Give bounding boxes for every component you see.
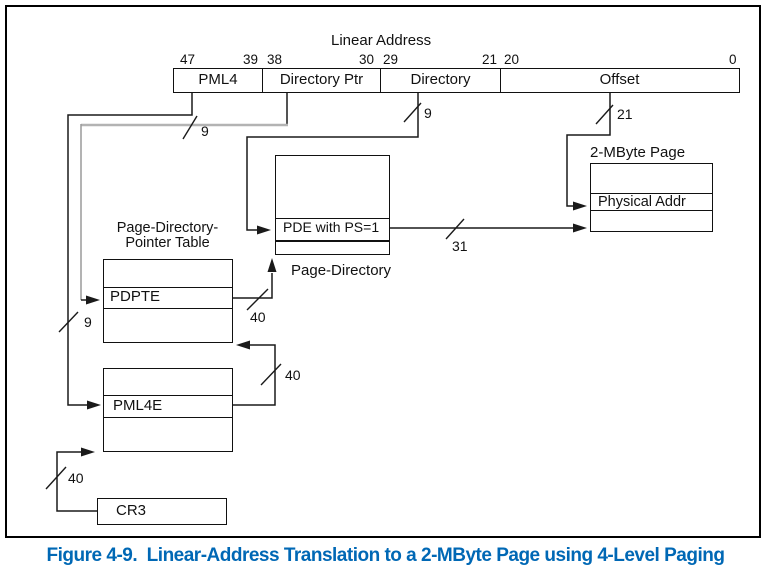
bit-label-0: 0 — [729, 52, 737, 67]
divider — [276, 240, 389, 242]
cr3-label: CR3 — [116, 502, 147, 519]
bus-width-cr3-out: 40 — [68, 470, 84, 486]
field-directory: Directory — [380, 69, 500, 92]
bit-label-30: 30 — [359, 52, 375, 67]
bit-label-20: 20 — [504, 52, 520, 67]
page-label: 2-MByte Page — [590, 144, 686, 161]
bus-width-pde-out: 31 — [452, 238, 468, 254]
linear-address-title: Linear Address — [331, 32, 432, 49]
bit-label-38: 38 — [267, 52, 283, 67]
page-directory-table: PDE with PS=1 — [275, 155, 390, 255]
page-directory-label: Page-Directory — [291, 262, 392, 279]
divider — [591, 209, 712, 212]
bus-width-offset: 21 — [617, 106, 633, 122]
bit-label-47: 47 — [180, 52, 196, 67]
physical-addr-entry: Physical Addr — [598, 193, 686, 210]
pde-entry: PDE with PS=1 — [283, 219, 380, 235]
bus-width-pdpte-out: 40 — [250, 309, 266, 325]
figure-caption: Figure 4-9. Linear-Address Translation t… — [46, 545, 725, 566]
pml4-table: PML4E — [103, 368, 233, 452]
pdpt-label-line1: Page-Directory- — [116, 220, 219, 236]
divider — [591, 192, 712, 195]
bus-width-pml4: 9 — [84, 314, 92, 330]
divider — [104, 286, 232, 289]
field-offset: Offset — [500, 69, 738, 92]
pdpte-entry: PDPTE — [110, 288, 161, 305]
pdpt-label-line2: Pointer Table — [125, 235, 210, 251]
page-table: Physical Addr — [590, 163, 713, 232]
bus-width-pml4e-out: 40 — [285, 367, 301, 383]
bus-width-directory: 9 — [424, 105, 432, 121]
pdpt-table: PDPTE — [103, 259, 233, 343]
cr3-box: CR3 — [97, 498, 227, 525]
divider — [104, 307, 232, 310]
field-pml4: PML4 — [198, 71, 238, 88]
pml4e-entry: PML4E — [113, 396, 163, 414]
bit-label-21: 21 — [482, 52, 498, 67]
divider — [276, 217, 389, 220]
bit-label-39: 39 — [243, 52, 259, 67]
bus-width-dirptr: 9 — [201, 123, 209, 139]
bit-label-29: 29 — [383, 52, 399, 67]
linear-address-box: PML4 Directory Ptr Directory Offset — [173, 68, 740, 93]
divider — [104, 394, 232, 397]
field-directory-ptr: Directory Ptr — [262, 69, 380, 92]
pdpt-label: Page-Directory- Pointer Table — [95, 221, 240, 251]
divider — [104, 416, 232, 419]
